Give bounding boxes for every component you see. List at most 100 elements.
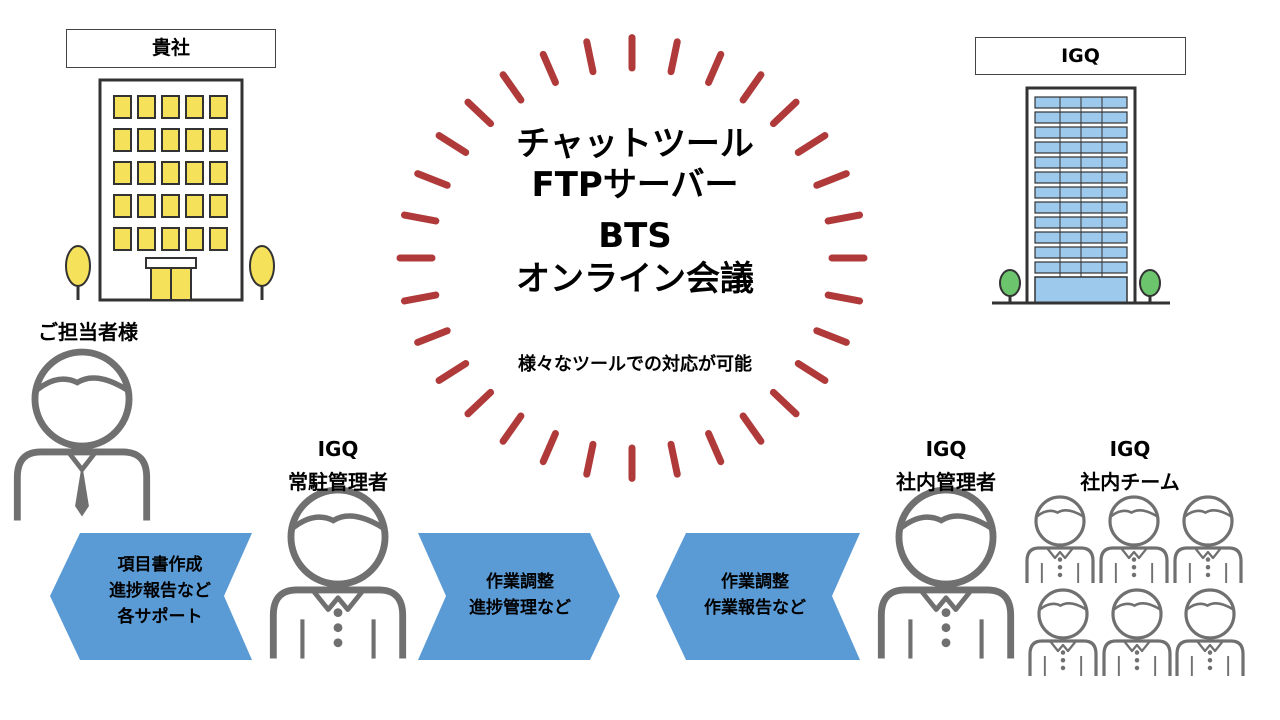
- internal-team-org: IGQ: [1109, 437, 1151, 461]
- team-member-icon-3-hair: [1183, 509, 1233, 518]
- client-window: [209, 161, 228, 185]
- team-member-icon-3-button: [1205, 572, 1211, 578]
- client-window: [137, 128, 156, 152]
- team-member-icon-5-collar: [1123, 640, 1151, 653]
- burst-ray: [583, 38, 597, 76]
- igq-tree-right: [1139, 269, 1161, 297]
- burst-ray: [794, 360, 829, 384]
- client-window: [209, 95, 228, 119]
- burst-ray: [667, 440, 681, 478]
- onsite-manager-icon-hair: [290, 513, 386, 531]
- burst-ray: [583, 440, 597, 478]
- burst-ray: [400, 211, 440, 225]
- team-member-icon-1-hair: [1035, 509, 1085, 518]
- client-window: [161, 194, 180, 218]
- team-member-icon-4-hair: [1038, 602, 1088, 611]
- team-member-icon-1-head: [1034, 495, 1086, 547]
- center-title-line-1: チャットツール: [516, 124, 754, 164]
- client-window: [137, 95, 156, 119]
- team-member-icon-6-button: [1207, 665, 1213, 671]
- center-title-line-4: オンライン会議: [516, 259, 754, 299]
- team-member-icon-5-button: [1134, 658, 1140, 663]
- team-member-icon-2-head: [1108, 495, 1160, 547]
- client-window: [185, 194, 204, 218]
- client-window: [137, 161, 156, 185]
- burst-ray: [739, 71, 765, 104]
- internal-manager-org: IGQ: [925, 437, 967, 461]
- burst-ray: [824, 211, 864, 225]
- igq-building-icon: [992, 86, 1170, 305]
- right-arrow-line-1: 作業調整: [721, 572, 789, 592]
- onsite-manager-title: 常駐管理者: [288, 470, 388, 494]
- burst-ray: [464, 98, 495, 128]
- internal-manager-icon-collar: [918, 588, 974, 612]
- team-member-icon-6-head: [1184, 588, 1236, 640]
- team-member-icon-4-button: [1060, 665, 1066, 671]
- team-member-icon-6-collar: [1196, 640, 1224, 653]
- burst-ray: [705, 50, 725, 86]
- team-member-icon-2-collar: [1120, 547, 1148, 560]
- burst-ray: [813, 170, 850, 189]
- burst-ray: [435, 360, 470, 384]
- internal-manager-title: 社内管理者: [896, 470, 996, 494]
- client-box-label: 貴社: [66, 29, 276, 68]
- client-person-icon-head: [31, 348, 133, 450]
- burst-ray: [539, 50, 559, 86]
- igq-entrance: [1034, 276, 1128, 304]
- internal-manager-icon-hair: [898, 513, 994, 531]
- burst-ray: [769, 388, 800, 418]
- burst-ray: [414, 170, 451, 189]
- team-member-icon-2: [1099, 495, 1169, 583]
- team-member-icon-5-head: [1111, 588, 1163, 640]
- team-member-icon-4-button: [1060, 658, 1066, 663]
- team-member-icon-1-collar: [1046, 547, 1074, 560]
- team-member-icon-3-button: [1205, 557, 1211, 562]
- team-member-icon-2-button: [1131, 572, 1137, 578]
- client-window: [113, 194, 132, 218]
- onsite-manager-icon: [269, 486, 407, 659]
- onsite-manager-icon-collar: [310, 588, 366, 612]
- client-building-icon: [65, 78, 275, 302]
- burst-ray: [539, 430, 559, 466]
- client-tree-right: [249, 245, 275, 287]
- burst-ray: [769, 98, 800, 128]
- client-person-icon-tie: [75, 469, 89, 517]
- team-member-icon-4-button: [1060, 650, 1066, 655]
- middle-arrow-shape: [418, 533, 620, 660]
- team-member-icon-2-button: [1131, 557, 1137, 562]
- team-member-icon-1-button: [1057, 572, 1063, 578]
- burst-ray: [400, 291, 440, 305]
- team-member-icon-4-collar: [1049, 640, 1077, 653]
- team-member-icon-1-button: [1057, 565, 1063, 570]
- team-member-icon-5-button: [1134, 665, 1140, 671]
- internal-manager-icon: [877, 486, 1015, 659]
- burst-ray: [464, 388, 495, 418]
- burst-ray: [414, 327, 451, 346]
- client-window: [185, 161, 204, 185]
- internal-manager-icon-head: [895, 486, 997, 588]
- right-arrow-line-2: 作業報告など: [704, 598, 806, 618]
- onsite-manager-org: IGQ: [317, 437, 359, 461]
- burst-ray: [435, 132, 470, 156]
- client-window: [161, 128, 180, 152]
- onsite-manager-icon-button: [333, 608, 343, 618]
- burst-ray: [813, 327, 850, 346]
- team-member-icon-6: [1175, 588, 1245, 676]
- internal-manager-icon-button: [941, 623, 951, 633]
- burst-rays: [396, 34, 868, 482]
- burst-ray: [499, 71, 525, 104]
- client-tree-left: [65, 245, 91, 287]
- onsite-manager-icon-button: [333, 623, 343, 633]
- team-member-icon-6-button: [1207, 658, 1213, 663]
- client-window: [113, 95, 132, 119]
- team-member-icon-1: [1025, 495, 1095, 583]
- left-arrow-line-1: 項目書作成: [117, 555, 203, 575]
- team-member-icon-2-hair: [1109, 509, 1159, 518]
- igq-tree-left: [999, 269, 1021, 297]
- client-window: [209, 128, 228, 152]
- igq-box-label: IGQ: [975, 37, 1186, 75]
- client-window: [161, 95, 180, 119]
- team-member-icon-1-button: [1057, 557, 1063, 562]
- burst-ray: [794, 132, 829, 156]
- left-arrow-line-2: 進捗報告など: [109, 581, 211, 601]
